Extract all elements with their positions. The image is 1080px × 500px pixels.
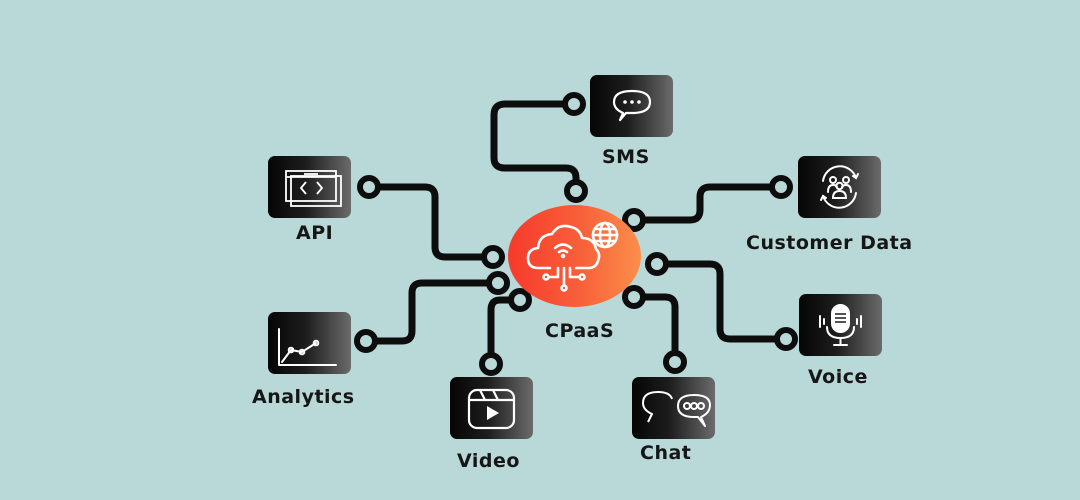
connector-dot-video-node bbox=[479, 352, 503, 376]
connector-voice bbox=[655, 260, 787, 343]
microphone-icon bbox=[819, 304, 862, 346]
connector-chat bbox=[633, 293, 679, 362]
connector-dot-api-hub bbox=[481, 245, 505, 269]
node-label-voice: Voice bbox=[808, 366, 868, 388]
connector-api bbox=[365, 183, 494, 261]
connector-dot-voice-hub bbox=[645, 252, 669, 276]
node-analytics[interactable] bbox=[268, 312, 351, 374]
connector-dot-customer-node bbox=[769, 175, 793, 199]
hub-label: CPaaS bbox=[545, 320, 615, 342]
cpaas-hub[interactable] bbox=[508, 205, 641, 307]
connector-dot-analytics-node bbox=[354, 329, 378, 353]
connector-analytics bbox=[364, 279, 499, 345]
connector-video bbox=[487, 296, 521, 364]
node-customer-data[interactable] bbox=[798, 156, 881, 218]
connector-dot-chat-node bbox=[663, 350, 687, 374]
node-label-customer-data: Customer Data bbox=[746, 232, 913, 254]
connector-dot-sms-node bbox=[562, 92, 586, 116]
code-window-icon bbox=[285, 170, 342, 207]
cloud-network-globe-icon bbox=[526, 221, 619, 292]
connector-customer-data bbox=[632, 183, 782, 224]
node-chat[interactable] bbox=[632, 377, 715, 439]
node-label-analytics: Analytics bbox=[252, 386, 355, 408]
connector-sms bbox=[490, 100, 580, 192]
connector-dot-sms-hub bbox=[564, 179, 588, 203]
chat-bubbles-icon bbox=[642, 391, 711, 427]
node-label-api: API bbox=[296, 222, 334, 244]
node-label-chat: Chat bbox=[640, 442, 692, 464]
video-clapper-play-icon bbox=[467, 388, 516, 430]
user-group-cycle-icon bbox=[820, 165, 859, 209]
connector-dot-voice-node bbox=[774, 327, 798, 351]
connector-dot-analytics-hub bbox=[486, 271, 510, 295]
connector-dot-customer-hub bbox=[622, 208, 646, 232]
connector-dot-api-node bbox=[357, 175, 381, 199]
speech-bubble-dots-icon bbox=[612, 89, 652, 122]
connector-dot-video-hub bbox=[508, 288, 532, 312]
line-chart-icon bbox=[278, 328, 337, 366]
node-label-video: Video bbox=[457, 450, 520, 472]
node-api[interactable] bbox=[268, 156, 351, 218]
node-sms[interactable] bbox=[590, 75, 673, 137]
connector-dot-chat-hub bbox=[622, 285, 646, 309]
node-label-sms: SMS bbox=[602, 146, 650, 168]
node-video[interactable] bbox=[450, 377, 533, 439]
node-voice[interactable] bbox=[799, 294, 882, 356]
